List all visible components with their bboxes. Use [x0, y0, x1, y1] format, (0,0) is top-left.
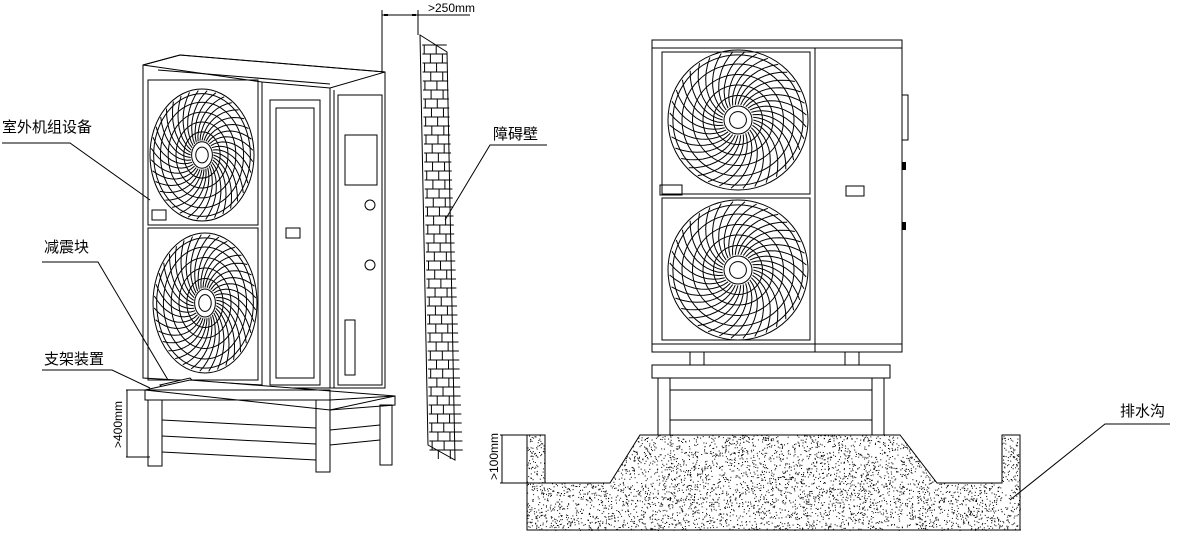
obstacle-wall-label: 障碍壁: [493, 125, 538, 143]
wall-clearance-label: >250mm: [428, 1, 475, 15]
right-outdoor-unit: [651, 39, 909, 353]
damper-label: 减震块: [44, 238, 89, 256]
bracket-label: 支架装置: [44, 350, 104, 368]
leader-lines: [2, 142, 1170, 501]
fan-icon: [667, 199, 809, 341]
fan-icon: [152, 232, 258, 374]
base-height-dimension: >100mm: [487, 433, 545, 484]
base-height-label: >100mm: [487, 433, 501, 480]
stand-height-dimension: >400mm: [111, 389, 150, 458]
left-outdoor-unit: [142, 54, 386, 389]
stand-height-label: >400mm: [111, 401, 125, 448]
fan-icon: [667, 49, 809, 191]
drain-ditch-label: 排水沟: [1120, 402, 1165, 420]
fan-icon: [149, 88, 255, 222]
obstacle-wall: [419, 34, 463, 461]
outdoor-unit-label: 室外机组设备: [2, 118, 92, 136]
wall-clearance-dimension: >250mm: [381, 1, 475, 72]
concrete-base-with-drain: [526, 434, 1021, 531]
left-bracket-stand: [144, 377, 396, 473]
right-bracket-stand: [651, 351, 891, 436]
